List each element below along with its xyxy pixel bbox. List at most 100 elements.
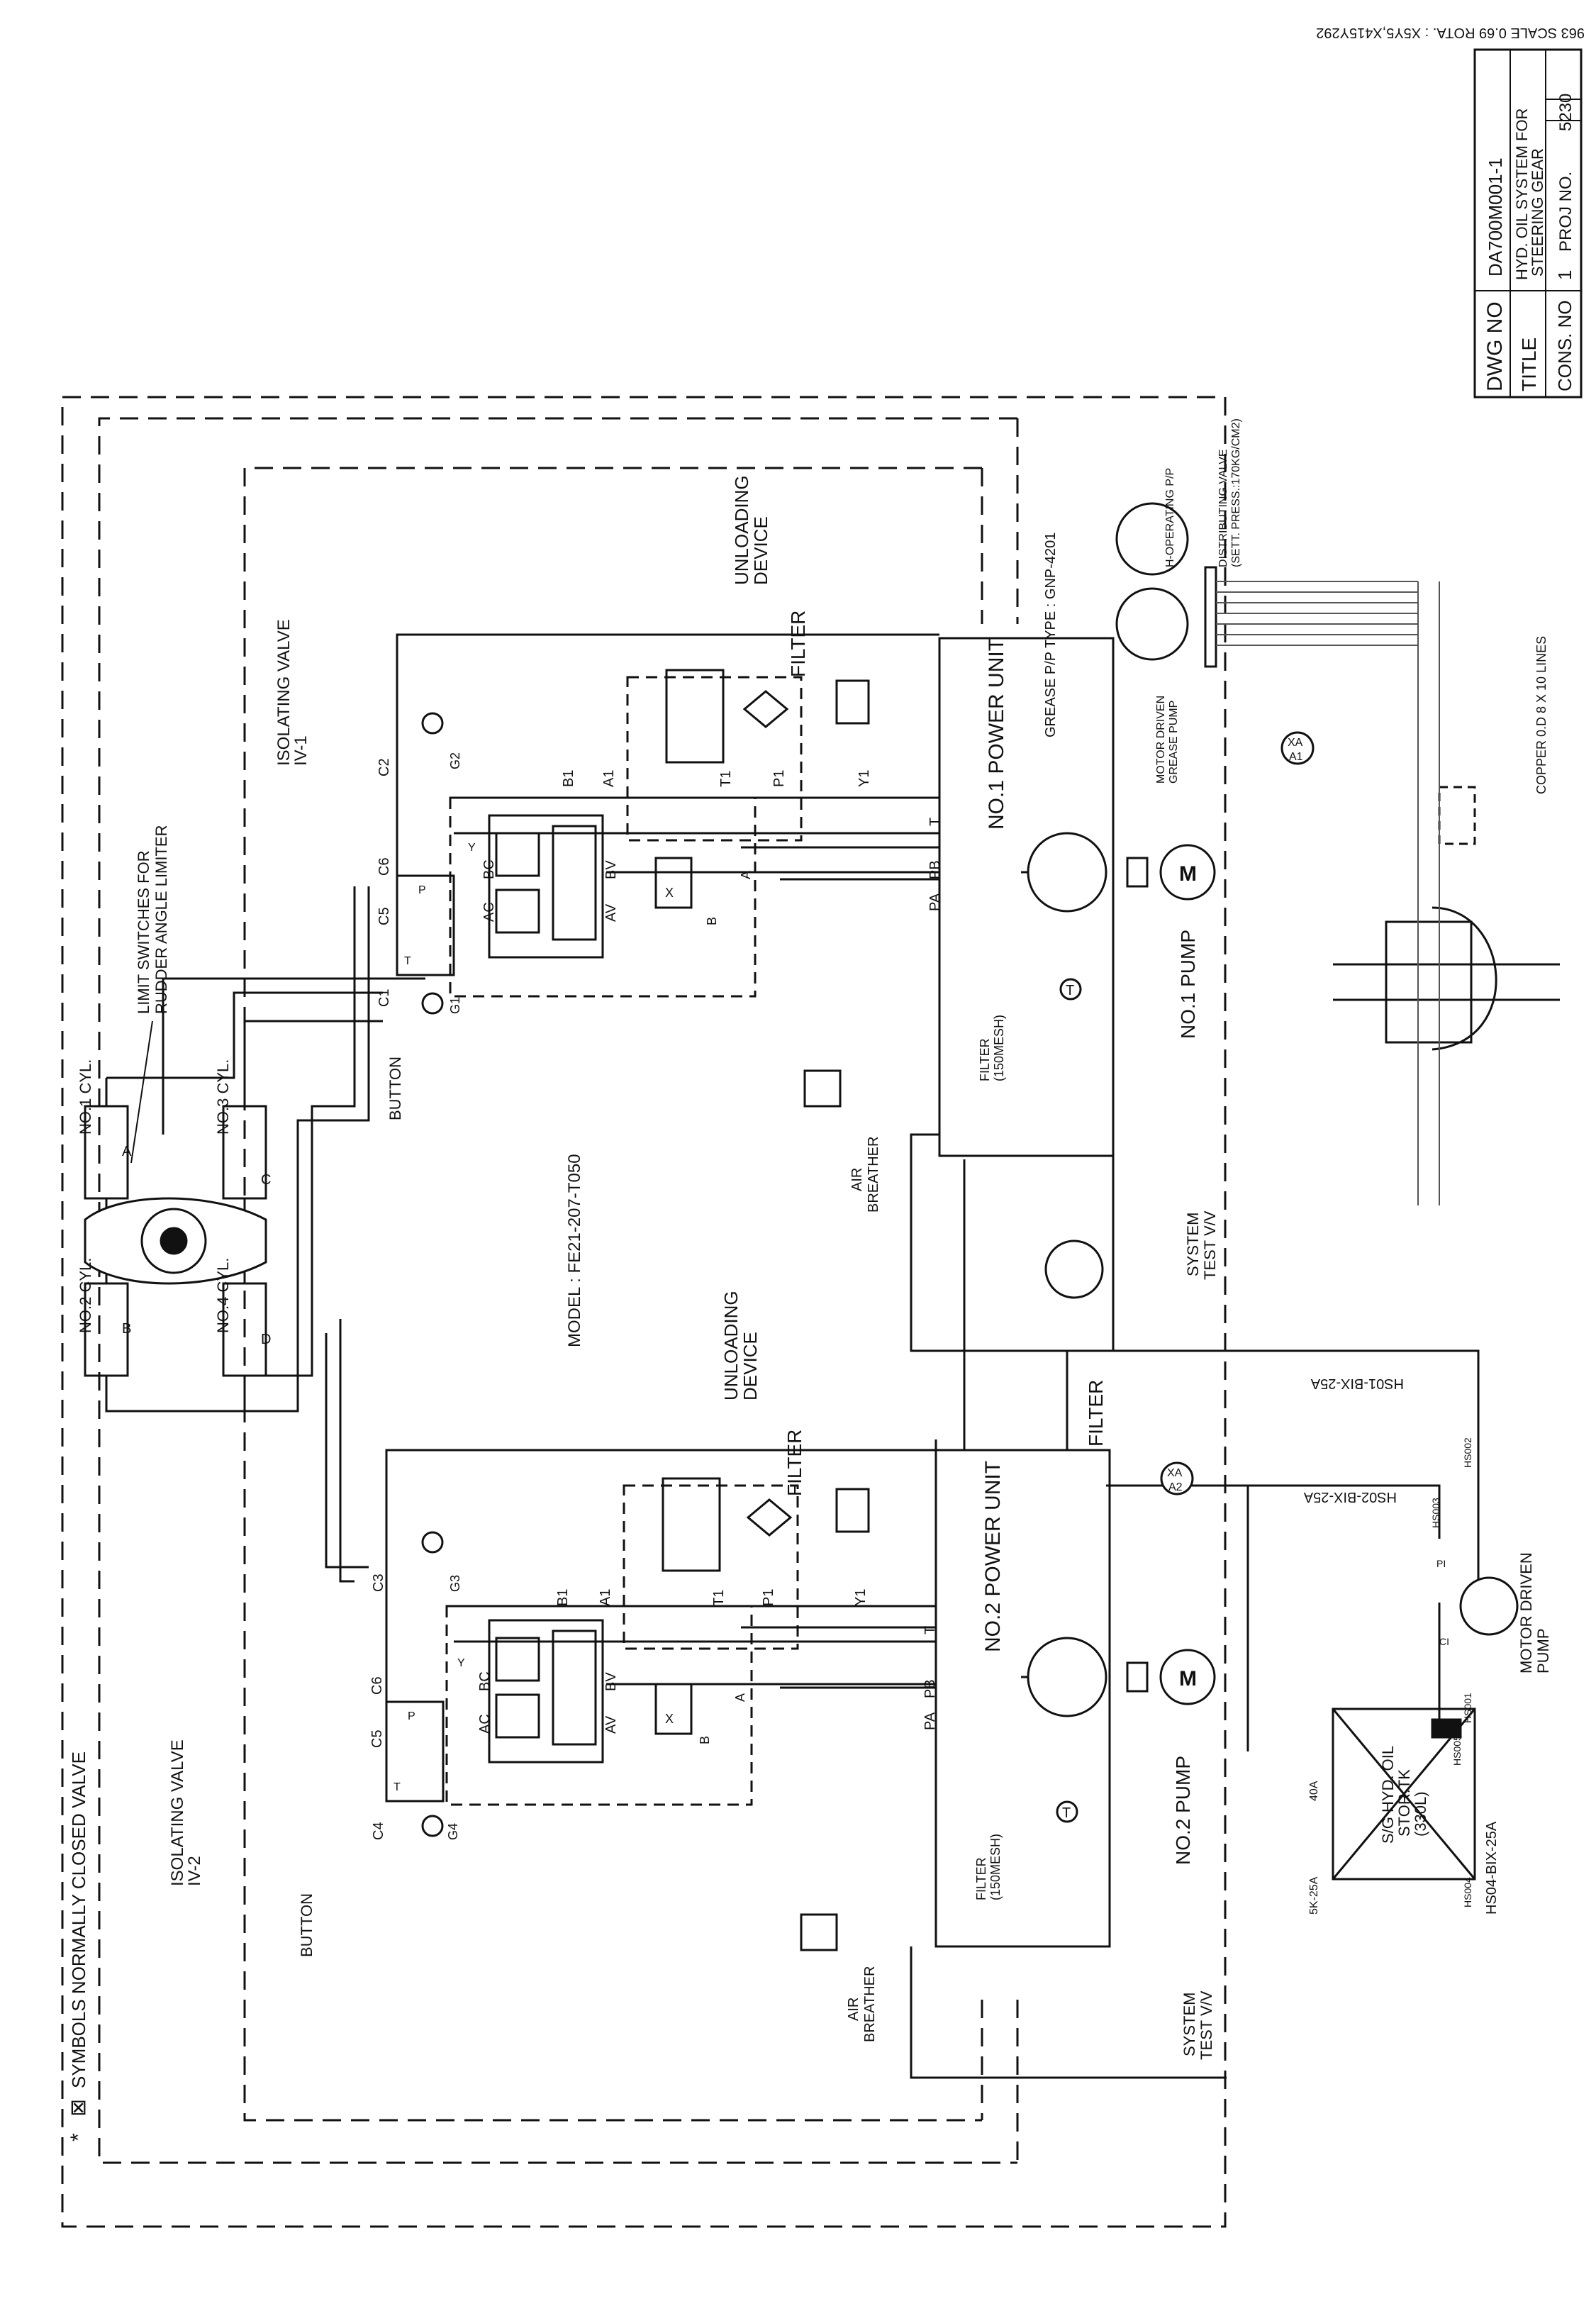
power-unit-1-label: NO.1 POWER UNIT	[985, 638, 1008, 830]
port-c1: C1	[376, 988, 392, 1007]
cyl-1-label: NO.1 CYL.	[77, 1059, 94, 1135]
filter-2-label: FILTER	[783, 1430, 805, 1496]
rudder-stock	[1333, 786, 1560, 1051]
cyl-port-d: D	[261, 1332, 271, 1347]
button-2-label: BUTTON	[298, 1893, 316, 1957]
limit-switch-line1: LIMIT SWITCHES FOR	[135, 850, 152, 1014]
port-pb-unit2: PB	[922, 1679, 938, 1698]
gauge-ci: CI	[1439, 1636, 1449, 1647]
port-a1-unit2: A1	[598, 1589, 613, 1606]
dashed-boundaries	[61, 396, 1227, 2228]
cyl-port-c: C	[261, 1172, 271, 1188]
valve-tag-hs001: HS001	[1462, 1693, 1473, 1723]
valve-tag-hs003: HS003	[1430, 1498, 1441, 1528]
temp-1-label: T	[1066, 983, 1074, 998]
legend-star: *	[67, 2133, 90, 2141]
port-c5-unit1: C5	[376, 907, 392, 925]
iv1-port-t: T	[404, 955, 411, 967]
port-c5-unit2: C5	[369, 1729, 385, 1748]
port-t1-unit2: T1	[711, 1590, 727, 1606]
iv2-port-y: Y	[457, 1657, 465, 1669]
rudder-actuator	[84, 1078, 267, 1404]
gauge-g1: G1	[448, 997, 462, 1014]
copper-lines-label: COPPER 0.D 8 X 10 LINES	[1534, 636, 1548, 794]
port-av-unit2: AV	[603, 1715, 619, 1734]
copper-lines	[1216, 581, 1440, 1205]
storage-tank-line3: (330L)	[1412, 1791, 1429, 1837]
air-breather-1-line1: AIR	[849, 1168, 865, 1191]
system-test-1-line1: SYSTEM	[1184, 1213, 1202, 1276]
grease-pp-type: GREASE P/P TYPE : GNP-4201	[1043, 533, 1059, 737]
filter-3-label: FILTER	[1085, 1380, 1107, 1447]
pipe-hs01: HS01-BIX-25A	[1310, 1376, 1404, 1391]
main-piping	[105, 633, 1480, 2079]
port-pa-unit2: PA	[922, 1712, 938, 1730]
title-label: TITLE	[1518, 338, 1540, 391]
isolating-valve-2-line1: ISOLATING VALVE	[168, 1739, 187, 1886]
system-test-1-line2: TEST V/V	[1201, 1210, 1219, 1280]
port-t-unit2: T	[922, 1626, 938, 1634]
cyl-4-label: NO.4 CYL.	[214, 1258, 232, 1333]
cyl-2-label: NO.2 CYL.	[77, 1258, 94, 1333]
unloading-1-line1: UNLOADING	[731, 475, 752, 585]
model-label: MODEL : FE21-207-T050	[565, 1154, 584, 1347]
iv1-port-p: P	[418, 884, 426, 896]
button-1-label: BUTTON	[386, 1057, 404, 1120]
port-a-unit1: A	[739, 871, 753, 879]
tank-pipe-a: 5K-25A	[1308, 1876, 1320, 1915]
h-operating-label: H-OPERATING P/P	[1164, 468, 1176, 567]
port-bc-unit1: BC	[481, 859, 497, 879]
port-a1-unit1: A1	[601, 770, 617, 787]
pipe-hs04: HS04-BIX-25A	[1484, 1821, 1500, 1915]
pumps-and-motors	[421, 502, 1519, 1951]
port-ac-unit1: AC	[481, 902, 497, 922]
storage-tank-line1: S/G HYD. OIL	[1379, 1746, 1397, 1844]
gauge-g3: G3	[448, 1575, 462, 1592]
title-block: DWG NO DA700M001-1 TITLE HYD. OIL SYSTEM…	[1473, 48, 1583, 399]
filter-mesh-1-line1: FILTER	[978, 1038, 992, 1081]
port-b1-unit1: B1	[561, 770, 576, 787]
tank-pipe-b: 40A	[1308, 1781, 1320, 1801]
unloading-2-line1: UNLOADING	[720, 1291, 742, 1400]
cons-no-value: 1	[1554, 270, 1575, 280]
port-b1-unit2: B1	[555, 1589, 571, 1606]
iv2-port-t: T	[394, 1781, 401, 1793]
alarm-xa1-top: XA	[1288, 737, 1303, 749]
scale-note: 963 SCALE 0.69 ROTA. : X5Y5,X415Y292	[1316, 25, 1585, 40]
motor-driven-pump-line1: MOTOR DRIVEN	[1517, 1552, 1535, 1673]
gauge-pi: PI	[1436, 1558, 1446, 1569]
cons-no-label: CONS. NO	[1554, 300, 1575, 391]
iv1-port-y: Y	[468, 842, 476, 854]
port-c2: C2	[376, 758, 392, 776]
motor-driven-pump-line2: PUMP	[1534, 1628, 1552, 1673]
unloading-2-line2: DEVICE	[740, 1332, 761, 1400]
port-p1-unit2: P1	[761, 1589, 776, 1606]
port-x-unit2: X	[665, 1712, 674, 1726]
title-line1: HYD. OIL SYSTEM FOR	[1513, 108, 1531, 280]
valve-block-unit1	[396, 669, 870, 998]
system-test-2-line2: TEST V/V	[1198, 1990, 1215, 2060]
pump-2-label: NO.2 PUMP	[1172, 1756, 1194, 1865]
air-breather-2-line1: AIR	[846, 1998, 861, 2021]
temp-2-label: T	[1062, 1805, 1071, 1821]
port-p1-unit1: P1	[771, 770, 787, 787]
port-bc-unit2: BC	[477, 1671, 493, 1691]
port-y1-unit1: Y1	[856, 770, 872, 787]
filter-mesh-2-line1: FILTER	[974, 1857, 988, 1900]
port-c6-unit2: C6	[369, 1676, 385, 1695]
alarm-xa2-top: XA	[1167, 1467, 1183, 1479]
filter-mesh-2-line2: (150MESH)	[988, 1834, 1003, 1900]
unloading-1-line2: DEVICE	[750, 516, 771, 585]
port-c4: C4	[371, 1822, 386, 1840]
filter-1-label: FILTER	[787, 611, 809, 677]
filter-mesh-1-line2: (150MESH)	[992, 1015, 1006, 1081]
air-breather-2-line2: BREATHER	[862, 1966, 878, 2042]
port-t1-unit1: T1	[718, 771, 734, 787]
motor-1-label: M	[1179, 862, 1197, 886]
port-x-unit1: X	[665, 886, 674, 900]
isolating-valve-1-line1: ISOLATING VALVE	[274, 619, 294, 766]
isolating-valve-1-line2: IV-1	[291, 735, 311, 766]
valve-tag-hs005: HS005	[1451, 1735, 1463, 1766]
air-breather-1-line2: BREATHER	[866, 1137, 881, 1213]
